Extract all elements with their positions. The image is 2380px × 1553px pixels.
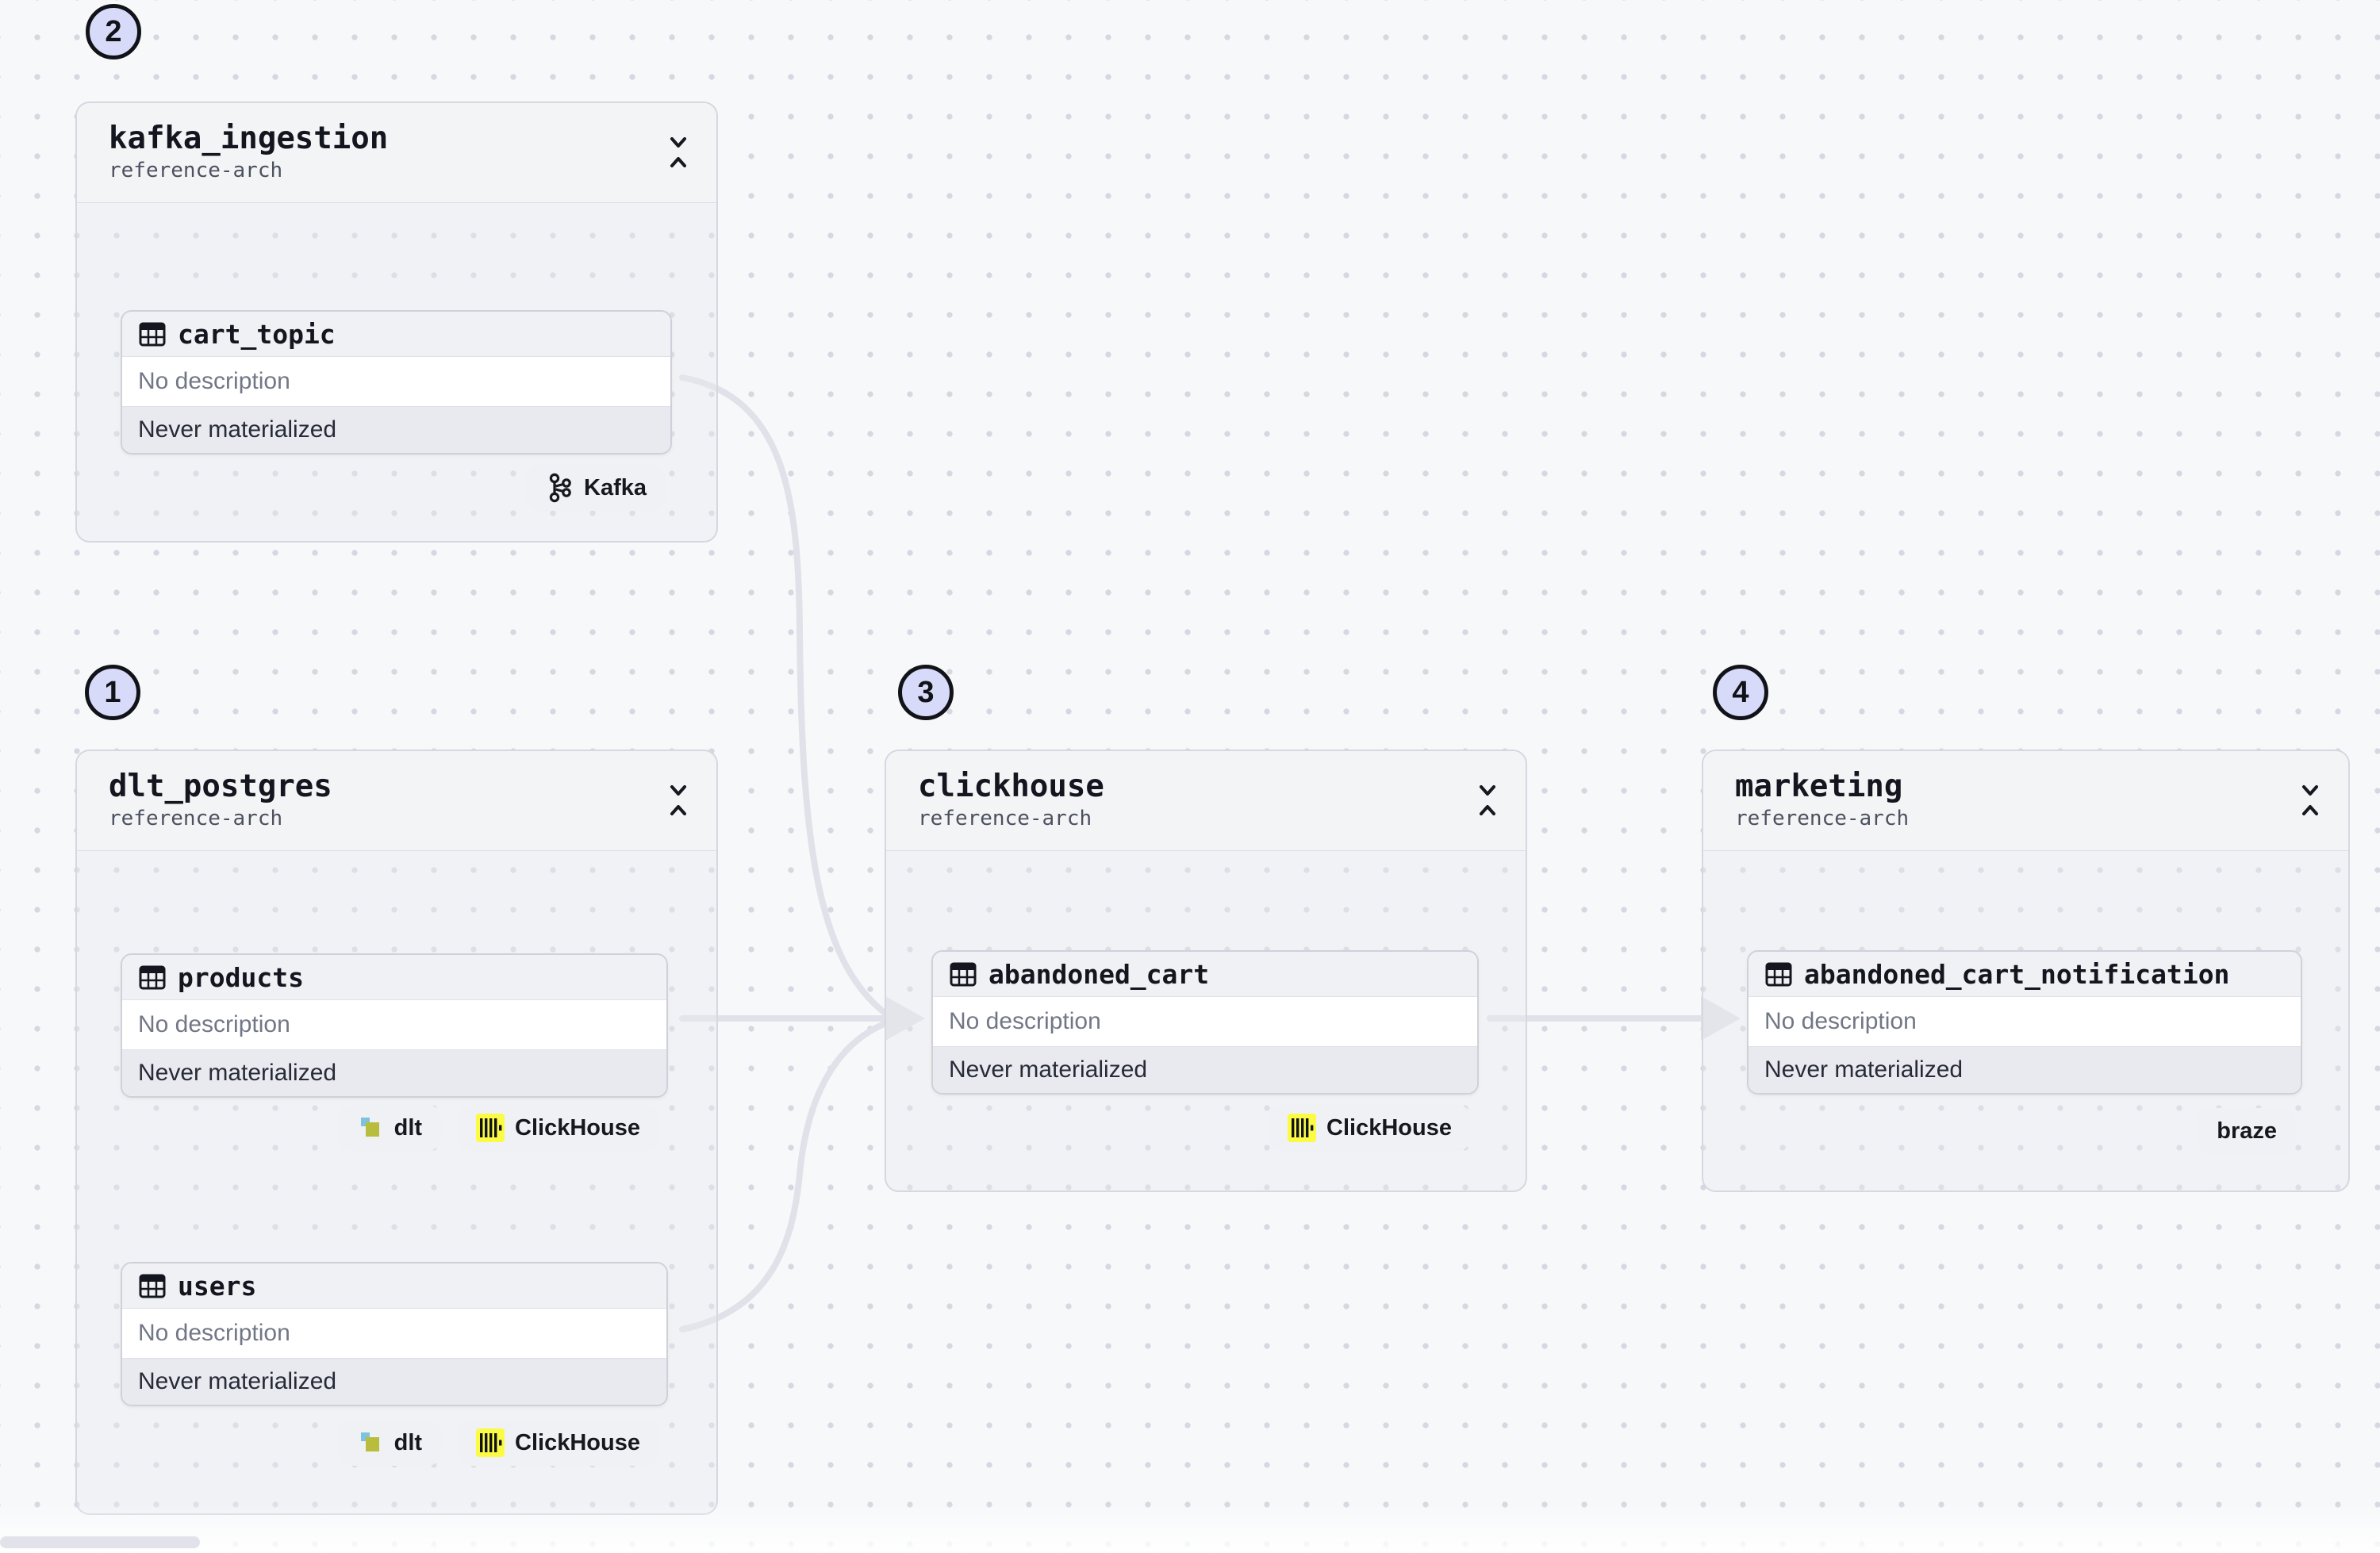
- table-icon: [139, 1274, 166, 1298]
- kafka-icon: [549, 473, 571, 503]
- order-badge-1: 1: [85, 665, 140, 720]
- kind-badge-clickhouse[interactable]: ClickHouse: [457, 1420, 659, 1466]
- group-clickhouse: clickhouse reference-arch abandoned_cart: [885, 750, 1527, 1192]
- group-subtitle: reference-arch: [109, 159, 283, 182]
- order-badge-3: 3: [898, 665, 954, 720]
- group-header: clickhouse reference-arch: [886, 751, 1526, 851]
- collapse-group-button[interactable]: [1470, 778, 1505, 823]
- asset-description: No description: [122, 1000, 666, 1049]
- order-badge-4: 4: [1713, 665, 1768, 720]
- group-subtitle: reference-arch: [1735, 807, 1910, 830]
- asset-description: No description: [1749, 997, 2301, 1046]
- asset-status: Never materialized: [122, 1049, 666, 1096]
- kind-badge-label: ClickHouse: [1326, 1114, 1452, 1141]
- collapse-icon: [670, 785, 686, 815]
- group-title: kafka_ingestion: [109, 121, 389, 156]
- kind-badge-clickhouse[interactable]: ClickHouse: [457, 1105, 659, 1151]
- asset-node-abandoned-cart-notification[interactable]: abandoned_cart_notification No descripti…: [1747, 950, 2302, 1095]
- clickhouse-icon: [476, 1428, 505, 1457]
- collapse-icon: [670, 137, 686, 167]
- asset-description: No description: [122, 1309, 666, 1358]
- kind-badge-label: dlt: [393, 1114, 423, 1141]
- dlt-icon: [360, 1118, 379, 1137]
- asset-node-header: abandoned_cart: [933, 952, 1477, 997]
- group-marketing: marketing reference-arch abandoned_cart_…: [1702, 750, 2350, 1192]
- clickhouse-icon: [476, 1114, 505, 1142]
- collapse-group-button[interactable]: [2293, 778, 2328, 823]
- kind-badge-braze[interactable]: braze: [2198, 1108, 2296, 1154]
- asset-name: products: [178, 961, 304, 993]
- collapse-group-button[interactable]: [661, 778, 696, 823]
- kind-badge-label: dlt: [393, 1429, 423, 1455]
- kind-badge-dlt[interactable]: dlt: [337, 1105, 442, 1151]
- group-subtitle: reference-arch: [109, 807, 283, 830]
- asset-node-cart-topic[interactable]: cart_topic No description Never material…: [121, 310, 672, 454]
- asset-status: Never materialized: [122, 406, 670, 453]
- asset-status: Never materialized: [933, 1046, 1477, 1093]
- group-subtitle: reference-arch: [918, 807, 1092, 830]
- asset-node-abandoned-cart[interactable]: abandoned_cart No description Never mate…: [931, 950, 1479, 1095]
- asset-description: No description: [122, 357, 670, 406]
- kind-badge-label: Kafka: [584, 474, 647, 500]
- asset-node-header: abandoned_cart_notification: [1749, 952, 2301, 997]
- group-kafka-ingestion: kafka_ingestion reference-arch cart_topi…: [75, 102, 718, 543]
- collapse-group-button[interactable]: [661, 130, 696, 174]
- order-badge-2: 2: [86, 4, 141, 59]
- asset-node-header: users: [122, 1263, 666, 1309]
- kind-badge-label: ClickHouse: [515, 1429, 640, 1455]
- collapse-icon: [2302, 785, 2318, 815]
- asset-node-header: products: [122, 955, 666, 1000]
- group-title: clickhouse: [918, 769, 1104, 804]
- asset-status: Never materialized: [122, 1358, 666, 1405]
- kind-badge-label: ClickHouse: [515, 1114, 640, 1141]
- kind-badge-clickhouse[interactable]: ClickHouse: [1269, 1105, 1471, 1151]
- asset-node-products[interactable]: products No description Never materializ…: [121, 953, 668, 1098]
- asset-status: Never materialized: [1749, 1046, 2301, 1093]
- group-title: dlt_postgres: [109, 769, 332, 804]
- group-title: marketing: [1735, 769, 1903, 804]
- group-header: dlt_postgres reference-arch: [77, 751, 716, 851]
- bottom-fade: [0, 1502, 2380, 1553]
- asset-name: users: [178, 1270, 257, 1302]
- clickhouse-icon: [1288, 1114, 1317, 1142]
- group-dlt-postgres: dlt_postgres reference-arch products: [75, 750, 718, 1515]
- asset-node-header: cart_topic: [122, 312, 670, 357]
- kind-badge-kafka[interactable]: Kafka: [526, 465, 666, 511]
- group-header: marketing reference-arch: [1703, 751, 2348, 851]
- table-icon: [139, 322, 166, 347]
- asset-description: No description: [933, 997, 1477, 1046]
- asset-name: cart_topic: [178, 318, 336, 350]
- horizontal-scrollbar-thumb[interactable]: [0, 1536, 200, 1548]
- collapse-icon: [1480, 785, 1495, 815]
- group-header: kafka_ingestion reference-arch: [77, 103, 716, 203]
- kind-badge-label: braze: [2217, 1118, 2277, 1144]
- table-icon: [950, 962, 977, 987]
- dlt-icon: [360, 1432, 379, 1451]
- asset-name: abandoned_cart_notification: [1804, 958, 2230, 990]
- asset-node-users[interactable]: users No description Never materialized: [121, 1262, 668, 1406]
- table-icon: [1765, 962, 1792, 987]
- asset-name: abandoned_cart: [988, 958, 1210, 990]
- kind-badge-dlt[interactable]: dlt: [337, 1420, 442, 1466]
- table-icon: [139, 965, 166, 990]
